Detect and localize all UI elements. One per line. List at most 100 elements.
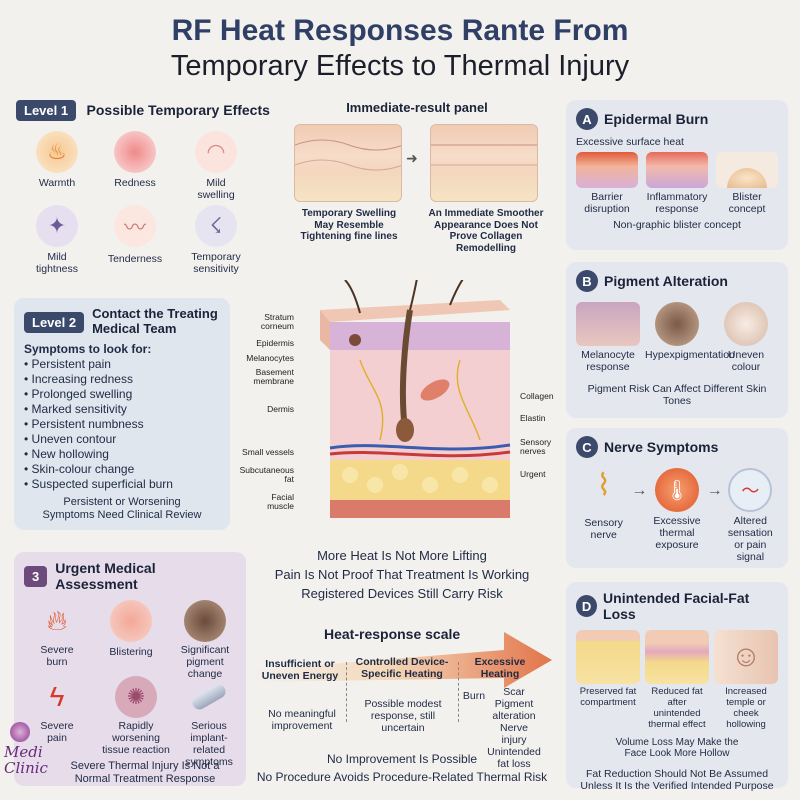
panel-c-heading: Nerve Symptoms [604,439,719,455]
symptom-item: Skin-colour change [24,462,220,477]
hollow-face-image: ☺︎ [714,630,778,684]
heat-scale-arrow [254,630,554,690]
scale-title: Heat-response scale [324,626,461,642]
scale-divider [458,662,459,722]
scale-col2-head: Controlled Device-Specific Heating [355,656,449,681]
arrow-right-icon: → [706,482,723,499]
panel-epidermal-burn: A Epidermal Burn Excessive surface heat … [566,100,788,250]
immediate-left-caption: Temporary Swelling May Resemble Tighteni… [300,208,398,242]
skin-cross-section [300,259,520,530]
panel-b-item: Hypexpigmentation [645,302,735,373]
level1-item-tightness: ✦ Mild tightness [22,205,92,275]
level1-item-redness: Redness [100,131,170,189]
panel-c-letter: C [576,436,598,458]
sensitivity-icon: ☇ [195,205,237,247]
logo-text: Medi Clinic [4,743,48,777]
symptom-item: New hollowing [24,447,220,462]
level1-badge: Level 1 [16,100,77,121]
page-subtitle: Temporary Effects to Thermal Injury [170,50,630,82]
immediate-right-caption: An Immediate Smoother Appearance Does No… [428,208,544,254]
panel-a-item: Blister concept [716,152,778,215]
level1-heading: Possible Temporary Effects [86,102,270,118]
skin-label-sensory-nerves: Sensory nerves [520,437,552,456]
scale-col3-list: Scar Pigment alteration Nerve injury Uni… [487,686,541,771]
panel-d-letter: D [576,595,598,617]
level1-item-tenderness: 〰 Tenderness [100,205,170,265]
skin-label-urgent: Urgent [520,469,546,479]
immediate-result-panel: Immediate-result panel ➜ Temporary Swell… [282,100,552,254]
scale-col1-head: Insufficient or Uneven Energy [261,658,339,683]
level3-item: ϟ Severe pain [24,676,90,744]
scale-divider [346,662,347,722]
level3-heading: Urgent Medical Assessment [55,560,156,592]
panel-d-item: ☺︎ Increased temple or cheek hollowing [714,630,778,731]
skin-label-subcutaneous-fat: Subcutaneous fat [239,465,294,484]
clinic-logo: Medi Clinic [4,722,56,794]
redness-icon [114,131,156,173]
inflammatory-response-image [646,152,708,188]
level3-footer: Severe Thermal Injury Is Not a Normal Tr… [70,760,220,785]
symptom-item: Increasing redness [24,372,220,387]
panel-c-item: 🌡︎ Excessive thermal exposure [647,468,706,551]
panel-a-letter: A [576,108,598,130]
scale-footer: No Improvement Is Possible No Procedure … [256,752,548,784]
implant-icon [188,676,230,718]
panel-a-item: Inflammatory response [646,152,708,215]
thermometer-icon: 🌡︎ [654,468,699,512]
panel-d-footer-a: Volume Loss May Make the Face Look More … [615,736,739,760]
panel-b-item: Melanocyte response [576,302,640,373]
symptom-item: Uneven contour [24,432,220,447]
scale-col3-head: Excessive Heating [474,656,526,681]
level2-badge: Level 2 [24,312,85,333]
skin-label-stratum-corneum: Stratum corneum [260,312,294,331]
skin-label-collagen: Collagen [520,391,554,401]
panel-b-footer: Pigment Risk Can Affect Different Skin T… [587,383,767,408]
panel-a-footer: Non-graphic blister concept [613,219,741,232]
level1-item-warmth: ♨ Warmth [22,131,92,189]
symptoms-title: Symptoms to look for: [24,342,152,356]
level2-heading: Contact the Treating Medical Team [92,306,218,336]
skin-label-dermis: Dermis [267,404,294,414]
symptom-item: Persistent pain [24,357,220,372]
scale-col2-body: Possible modest response, still uncertai… [364,698,442,735]
center-messages: More Heat Is Not More Lifting Pain Is No… [252,546,552,603]
symptom-item: Marked sensitivity [24,402,220,417]
level3-item: 🔥︎ Severe burn [24,600,90,669]
page-title: RF Heat Responses Rante From [171,14,629,47]
level3-item: ✺ Rapidly worsening tissue reaction [98,676,174,756]
panel-c-item: 〜 Altered sensation or pain signal [723,468,778,563]
message-line: More Heat Is Not More Lifting [317,548,487,563]
level3-section: 3 Urgent Medical Assessment 🔥︎ Severe bu… [14,552,246,786]
sensory-nerve-icon: ⌇ [596,469,611,502]
flame-icon: ♨ [36,131,78,173]
level3-item: Significant pigment change [172,600,238,680]
immediate-title: Immediate-result panel [346,100,488,115]
skin-label-elastin: Elastin [520,413,546,423]
panel-pigment-alteration: B Pigment Alteration Melanocyte response… [566,262,788,418]
scale-col3-burn: Burn [462,690,486,702]
level1-item-sensitivity: ☇ Temporary sensitivity [176,205,256,275]
panel-c-item: ⌇ Sensory nerve [576,468,631,541]
level3-badge: 3 [24,565,48,587]
skin-label-facial-muscle: Facial muscle [267,492,294,511]
tissue-reaction-icon: ✺ [115,676,157,718]
level3-item: Blistering [98,600,164,658]
skin-layers-illustration [320,259,511,518]
blister-icon [110,600,152,642]
level1-item-swelling: ◠ Mild swelling [176,131,256,201]
panel-facial-fat-loss: D Unintended Facial-Fat Loss Preserved f… [566,582,788,792]
swollen-skin-image [294,124,402,202]
tightness-icon: ✦ [36,205,78,247]
skin-label-basement-membrane: Basement membrane [253,367,294,386]
panel-nerve-symptoms: C Nerve Symptoms ⌇ Sensory nerve → 🌡︎ Ex… [566,428,788,568]
panel-b-heading: Pigment Alteration [604,273,728,289]
level2-section: Level 2 Contact the Treating Medical Tea… [14,298,230,530]
panel-d-item: Reduced fat after unintended thermal eff… [645,630,709,731]
skin-label-epidermis: Epidermis [256,338,294,348]
panel-d-footer-b: Fat Reduction Should Not Be Assumed Unle… [580,767,774,792]
symptom-item: Prolonged swelling [24,387,220,402]
message-line: Registered Devices Still Carry Risk [301,586,503,601]
barrier-disruption-image [576,152,638,188]
smooth-skin-image [430,124,538,202]
level2-footer: Persistent or Worsening Symptoms Need Cl… [42,496,202,521]
